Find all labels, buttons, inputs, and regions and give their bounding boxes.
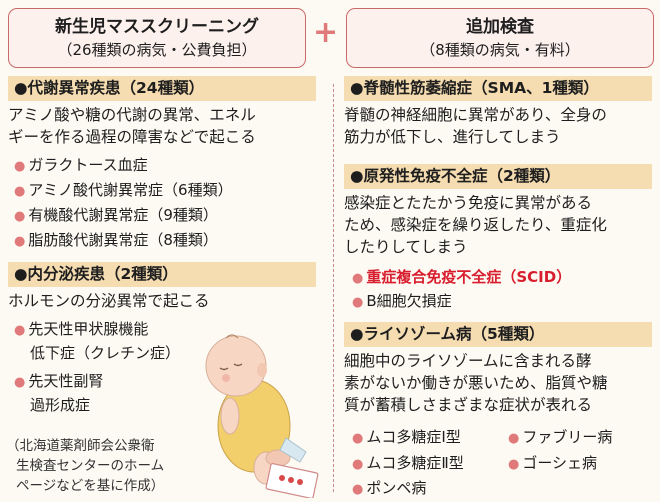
endocrine-header: ●内分泌疾患（2種類） [8,262,316,287]
bullet-icon: ● [352,482,364,497]
list-item: ●ゴーシェ病 [508,454,598,472]
bullet-icon: ● [14,375,26,390]
list-item: ●脂肪酸代謝異常症（8種類） [14,231,218,249]
list-item-scid: ●重症複合免疫不全症（SCID） [352,268,572,286]
metabolic-description: アミノ酸や糖の代謝の異常、エネル ギーを作る過程の障害などで起こる [8,104,256,148]
list-item: ●先天性副腎 過形成症 [14,372,104,414]
lysosome-desc-line: 細胞中のライソゾームに含まれる酵 [344,352,592,370]
bullet-icon: ● [14,234,26,249]
additional-test-subtitle: （8種類の病気・有料） [420,41,580,59]
additional-test-box: 追加検査 （8種類の病気・有料） [346,8,654,68]
endocrine-desc-line: ホルモンの分泌異常で起こる [8,292,210,310]
list-item: ●ファブリー病 [508,428,613,446]
list-item: ●有機酸代謝異常症（9種類） [14,206,218,224]
list-item: ●ムコ多糖症Ⅰ型 [352,428,461,446]
newborn-screening-title: 新生児マススクリーニング [55,17,259,37]
immuno-desc-line: 感染症とたたかう免疫に異常がある [344,194,593,212]
list-item: ●B細胞欠損症 [352,292,452,310]
sma-desc-line: 脊髄の神経細胞に異常があり、全身の [344,106,607,124]
sma-header: ●脊髄性筋萎縮症（SMA、1種類） [344,76,652,101]
newborn-screening-box: 新生児マススクリーニング （26種類の病気・公費負担） [8,8,306,68]
list-item: ●アミノ酸代謝異常症（6種類） [14,181,233,199]
bullet-icon: ● [14,209,26,224]
bullet-icon: ● [352,295,364,310]
bullet-icon: ● [508,457,520,472]
list-item: ●ムコ多糖症Ⅱ型 [352,454,464,472]
bullet-icon: ● [14,184,26,199]
bullet-icon: ● [508,431,520,446]
bullet-icon: ● [14,159,26,174]
immuno-desc-line: ため、感染症を繰り返したり、重症化 [344,216,607,234]
lysosome-desc-line: 素がないか働きが悪いため、脂質や糖 [344,374,608,392]
immuno-desc-line: したりしてしまう [344,238,468,256]
bullet-icon: ● [352,271,364,286]
list-item: ●ポンペ病 [352,479,427,497]
baby-illustration [205,334,319,498]
endocrine-description: ホルモンの分泌異常で起こる [8,290,210,312]
sma-description: 脊髄の神経細胞に異常があり、全身の 筋力が低下し、進行してしまう [344,104,607,148]
bullet-icon: ● [352,431,364,446]
bullet-icon: ● [352,457,364,472]
plus-sign: + [313,15,339,50]
sma-desc-line: 筋力が低下し、進行してしまう [344,128,561,146]
list-item: ●先天性甲状腺機能 低下症（クレチン症） [14,320,181,362]
lysosome-desc-line: 質が蓄積しさまざまな症状が表れる [344,396,593,414]
lysosome-description: 細胞中のライソゾームに含まれる酵 素がないか働きが悪いため、脂質や糖 質が蓄積し… [344,350,608,416]
list-item: ●ガラクトース血症 [14,156,148,174]
source-note: （北海道薬剤師会公衆衛 生検査センターのホーム ページなどを基に作成） [6,438,165,494]
column-divider [333,84,334,492]
metabolic-desc-line: アミノ酸や糖の代謝の異常、エネル [8,106,256,124]
metabolic-desc-line: ギーを作る過程の障害などで起こる [8,128,256,146]
immunodeficiency-header: ●原発性免疫不全症（2種類） [344,164,652,189]
additional-test-title: 追加検査 [466,17,534,37]
metabolic-header: ●代謝異常疾患（24種類） [8,76,316,101]
bullet-icon: ● [14,323,26,338]
newborn-screening-subtitle: （26種類の病気・公費負担） [57,41,257,59]
immunodeficiency-description: 感染症とたたかう免疫に異常がある ため、感染症を繰り返したり、重症化 したりして… [344,192,607,258]
lysosome-header: ●ライソゾーム病（5種類） [344,322,652,347]
